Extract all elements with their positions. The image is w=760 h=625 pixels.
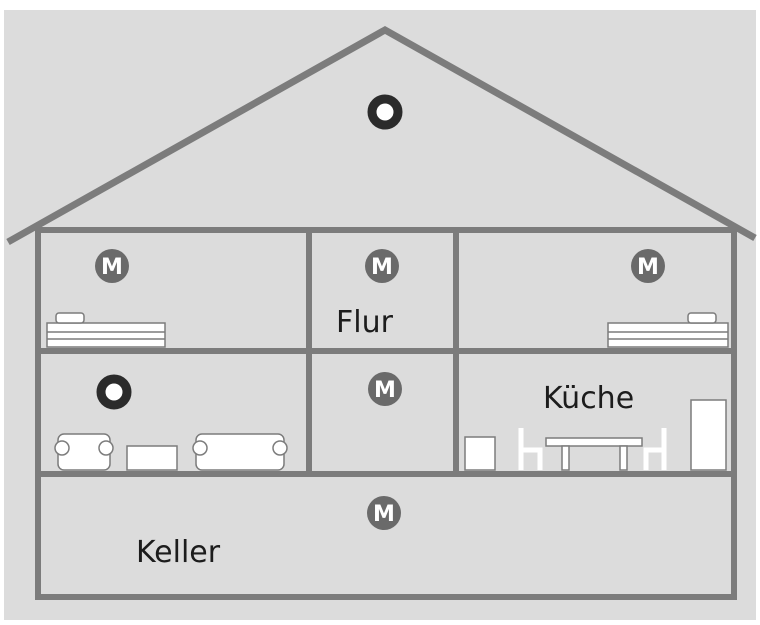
- room-label-kueche: Küche: [543, 381, 634, 416]
- kitchen-table: [545, 437, 643, 471]
- m-marker-bedroom-right: M: [631, 249, 665, 283]
- roof-outline: [6, 25, 757, 246]
- bed-right: [607, 312, 729, 348]
- m-marker-hall-upper: M: [365, 249, 399, 283]
- kitchen-chair-right: [643, 428, 667, 470]
- m-marker-basement: M: [367, 496, 401, 530]
- refrigerator: [690, 399, 727, 471]
- m-marker-hall-ground: M: [368, 372, 402, 406]
- armchair: [54, 433, 114, 471]
- house-walls: [35, 227, 737, 600]
- room-label-keller: Keller: [136, 535, 221, 570]
- m-marker-label: M: [101, 255, 123, 280]
- sofa: [192, 433, 288, 471]
- m-marker-bedroom-left: M: [95, 249, 129, 283]
- kitchen-cabinet: [464, 436, 496, 471]
- room-label-flur: Flur: [336, 305, 394, 340]
- bed-left: [46, 312, 166, 348]
- m-marker-label: M: [373, 502, 395, 527]
- smoke-detector-ring-icon: [96, 374, 132, 410]
- m-marker-label: M: [371, 255, 393, 280]
- kitchen-chair-left: [518, 428, 543, 470]
- m-marker-label: M: [374, 378, 396, 403]
- coffee-table: [126, 445, 178, 471]
- smoke-detector-ring-icon: [367, 94, 403, 130]
- m-marker-label: M: [637, 255, 659, 280]
